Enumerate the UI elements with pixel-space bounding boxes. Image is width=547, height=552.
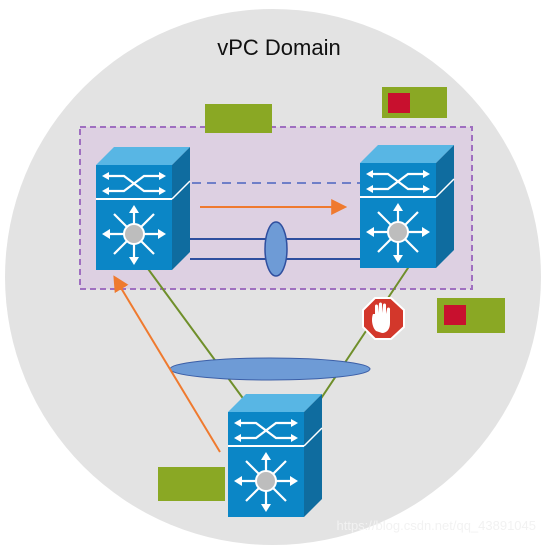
traffic-arrow-up [113,275,221,453]
status-indicator-right [388,93,410,113]
nexus-switch-icon-left [94,145,192,272]
nexus-switch-icon-right [358,143,456,270]
uplink-left [142,261,254,413]
peer-label-left [205,104,272,133]
watermark-url: https://blog.csdn.net/qq_43891045 [337,518,537,533]
peer-link-port-channel [264,221,288,277]
vpc-port-channel [169,357,371,381]
stop-hand-icon [362,297,405,340]
uplink-right [311,261,413,413]
nexus-switch-icon-access [226,392,324,519]
diagram-title: vPC Domain [217,35,340,60]
status-indicator-port [444,305,466,325]
access-switch-label [158,467,225,501]
